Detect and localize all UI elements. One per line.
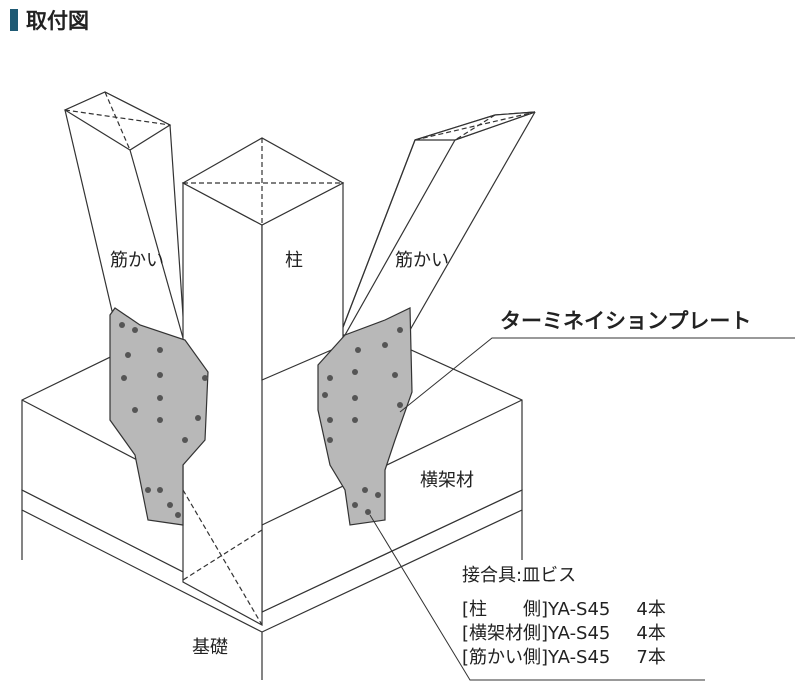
fastener-row: [柱 側]YA-S45 4本 xyxy=(462,598,666,622)
right-brace xyxy=(339,111,536,336)
label-brace-left: 筋かい xyxy=(110,250,164,271)
label-brace-right: 筋かい xyxy=(395,250,449,271)
fastener-heading: 接合具:皿ビス xyxy=(462,565,577,586)
left-brace xyxy=(63,91,186,346)
fastener-count: 4本 xyxy=(636,623,666,644)
right-termination-plate xyxy=(317,307,413,526)
fastener-count: 7本 xyxy=(636,647,666,668)
section-title: 取付図 xyxy=(10,5,89,35)
fastener-row: [横架材側]YA-S45 4本 xyxy=(462,622,666,646)
title-text: 取付図 xyxy=(26,9,89,33)
plate-leader-line xyxy=(399,337,795,413)
fastener-side: [柱 側] xyxy=(462,599,549,620)
left-termination-plate xyxy=(109,307,209,526)
fastener-leader-line xyxy=(369,514,705,681)
label-foundation: 基礎 xyxy=(192,637,228,658)
label-beam: 横架材 xyxy=(420,470,474,491)
label-termination-plate: ターミネイションプレート xyxy=(500,309,752,333)
label-column: 柱 xyxy=(285,250,303,271)
fastener-count: 4本 xyxy=(636,599,666,620)
fastener-row: [筋かい側]YA-S45 7本 xyxy=(462,646,666,670)
title-marker xyxy=(10,9,18,31)
fastener-model: YA-S45 xyxy=(548,623,611,644)
fastener-model: YA-S45 xyxy=(548,599,611,620)
fastener-side: [横架材側] xyxy=(462,623,549,644)
fastener-model: YA-S45 xyxy=(548,647,611,668)
fastener-side: [筋かい側] xyxy=(462,647,549,668)
